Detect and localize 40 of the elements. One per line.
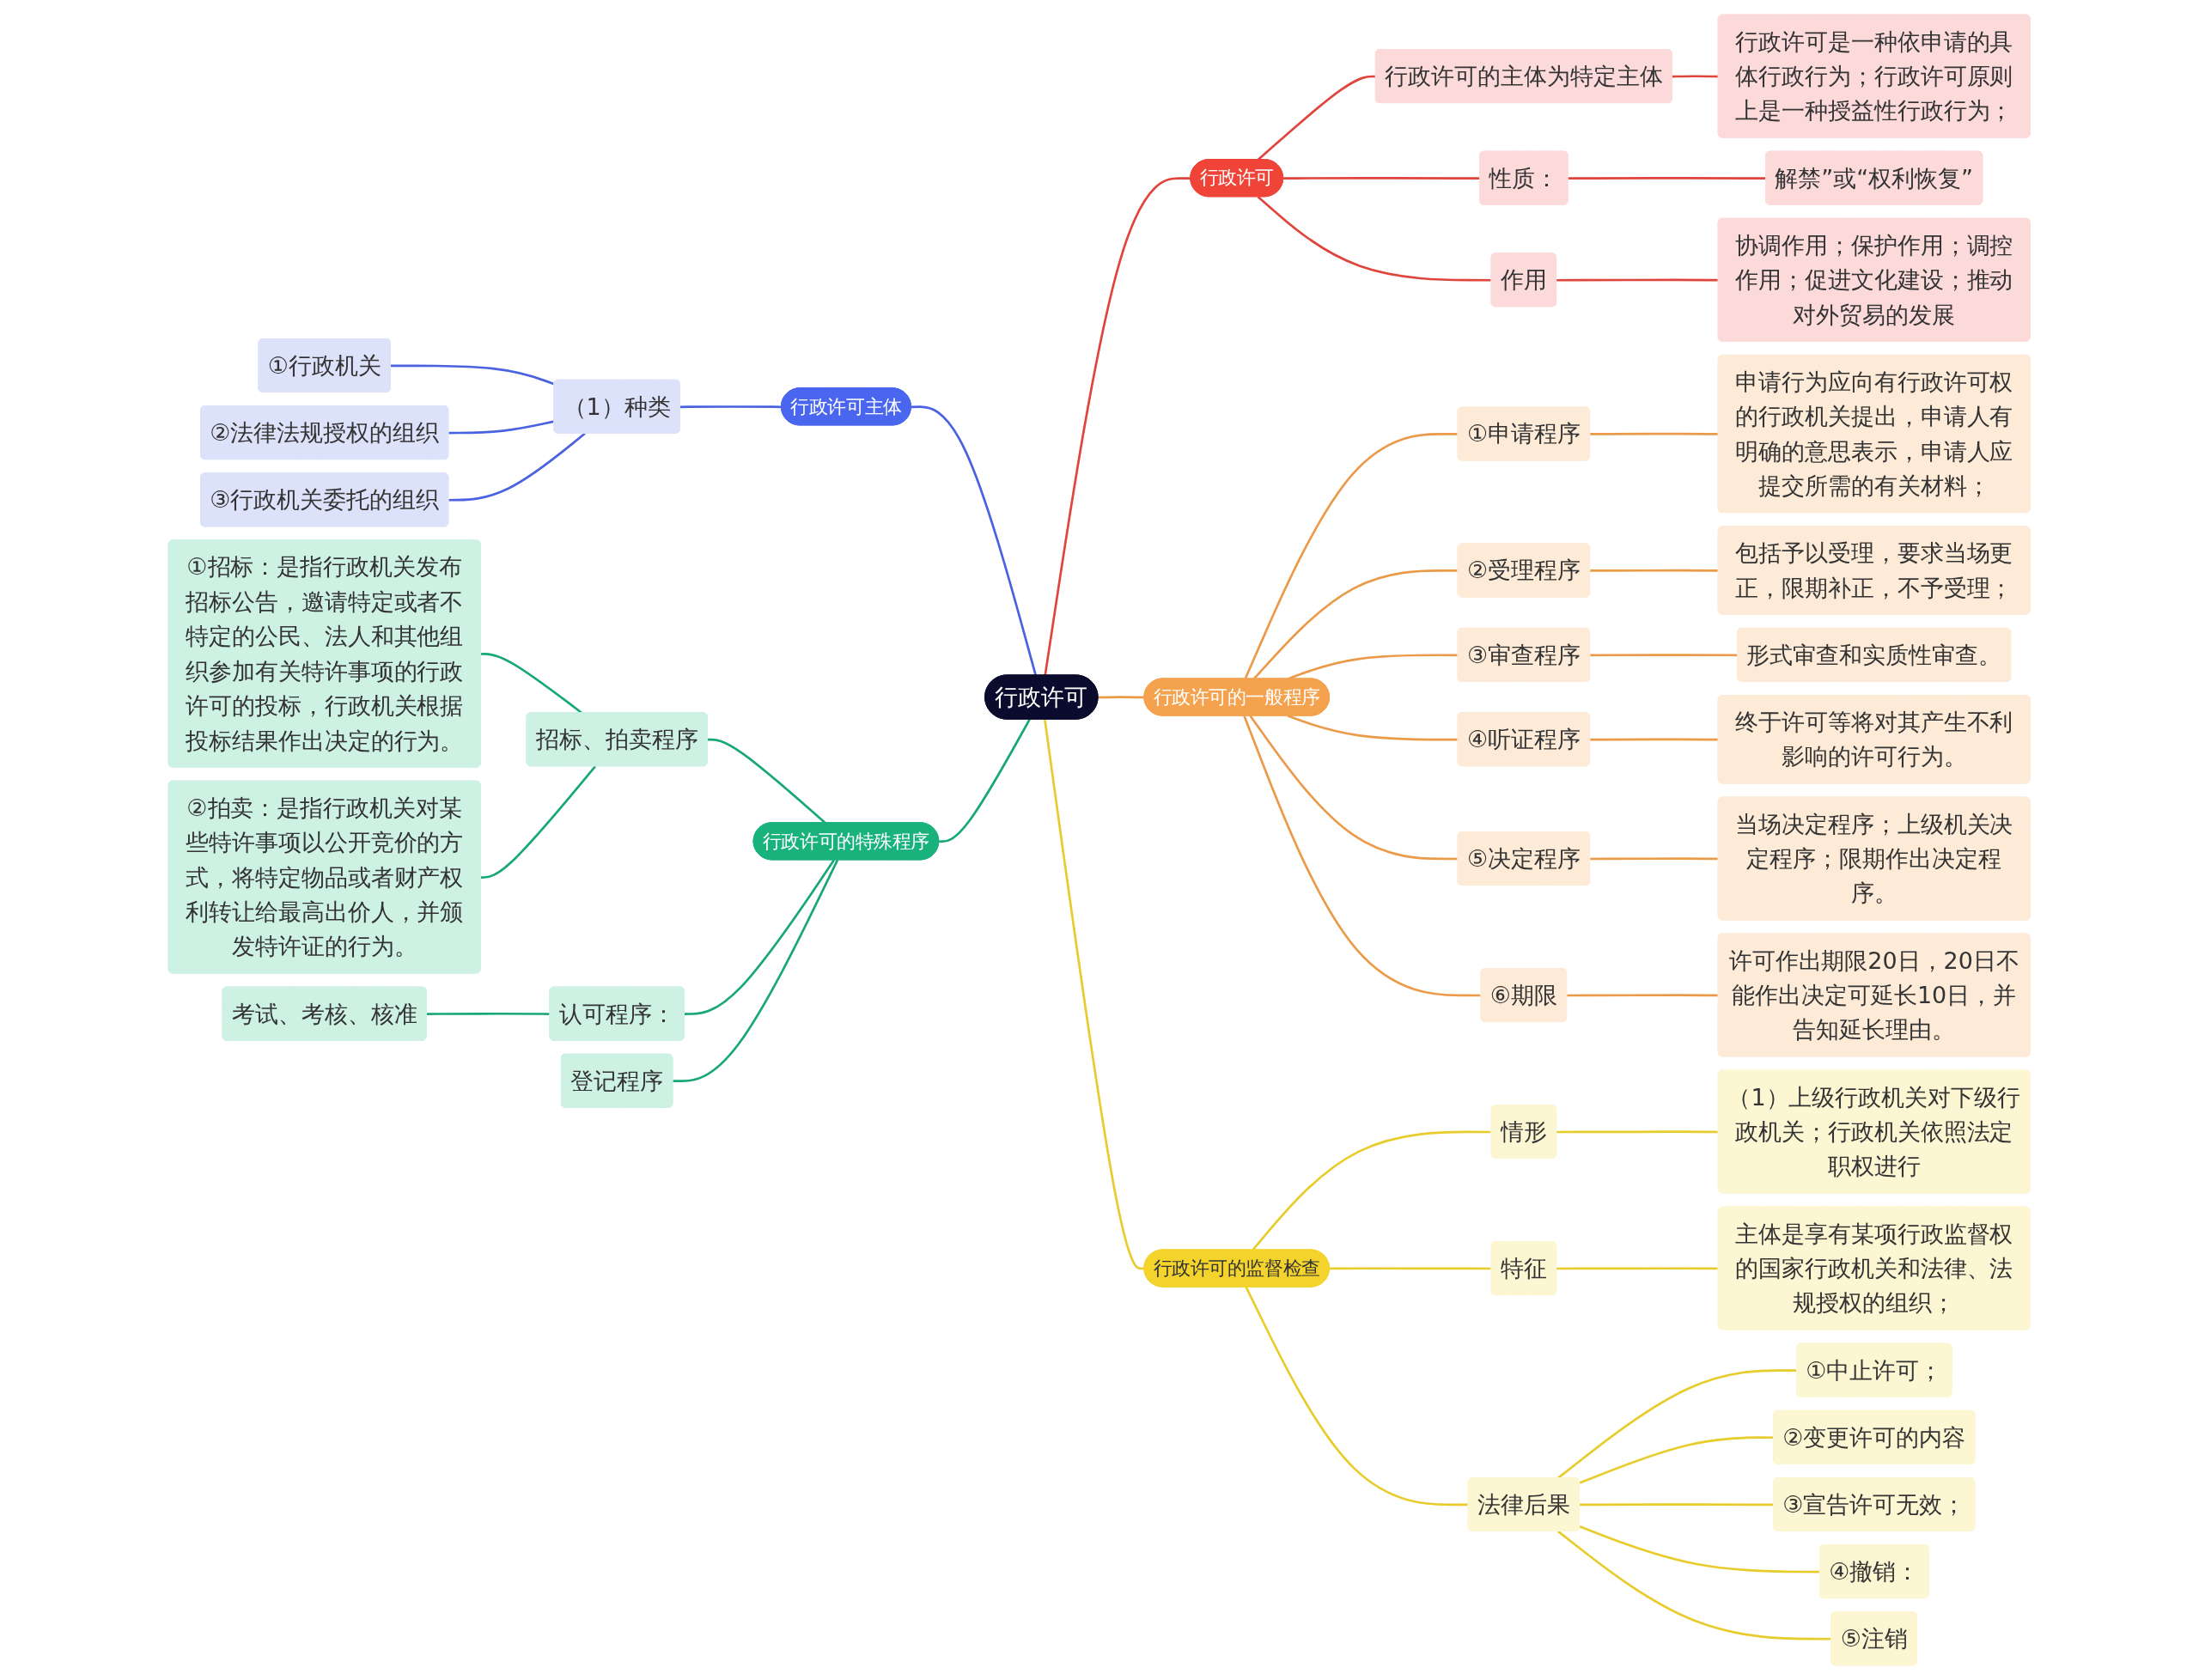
connector [685, 859, 836, 1015]
connector [1590, 857, 1720, 861]
connector [1590, 569, 1720, 572]
connector [1556, 1267, 1720, 1270]
connector [1330, 1267, 1492, 1270]
connector [1556, 278, 1720, 282]
connector [1253, 569, 1459, 680]
connector [1283, 177, 1481, 180]
connector [1243, 715, 1482, 997]
connector [1044, 177, 1191, 676]
connector [1252, 1130, 1492, 1251]
connector [448, 420, 555, 435]
connector [1288, 654, 1459, 680]
connector [1590, 738, 1720, 741]
connector [1579, 1525, 1821, 1573]
connector [680, 405, 783, 409]
connector [1590, 654, 1739, 657]
connector [1044, 719, 1145, 1270]
connector [480, 765, 597, 879]
connector [1567, 994, 1720, 997]
connector [1557, 1369, 1798, 1479]
connector [1249, 715, 1459, 861]
connector [911, 405, 1038, 676]
connector [1258, 196, 1492, 282]
connector [1245, 1287, 1469, 1507]
connector [673, 859, 839, 1083]
connector [1244, 433, 1459, 679]
connector [1568, 177, 1767, 180]
connector [427, 1012, 551, 1015]
connector [1556, 1130, 1720, 1134]
connector [448, 432, 586, 502]
connector [1590, 432, 1720, 435]
connector [939, 718, 1032, 843]
connector [1580, 1503, 1775, 1507]
connector [391, 364, 556, 386]
connector [1672, 75, 1720, 78]
connector [1579, 1436, 1775, 1484]
connector [1098, 696, 1145, 699]
connector [1557, 1530, 1832, 1640]
connector [1288, 715, 1459, 741]
